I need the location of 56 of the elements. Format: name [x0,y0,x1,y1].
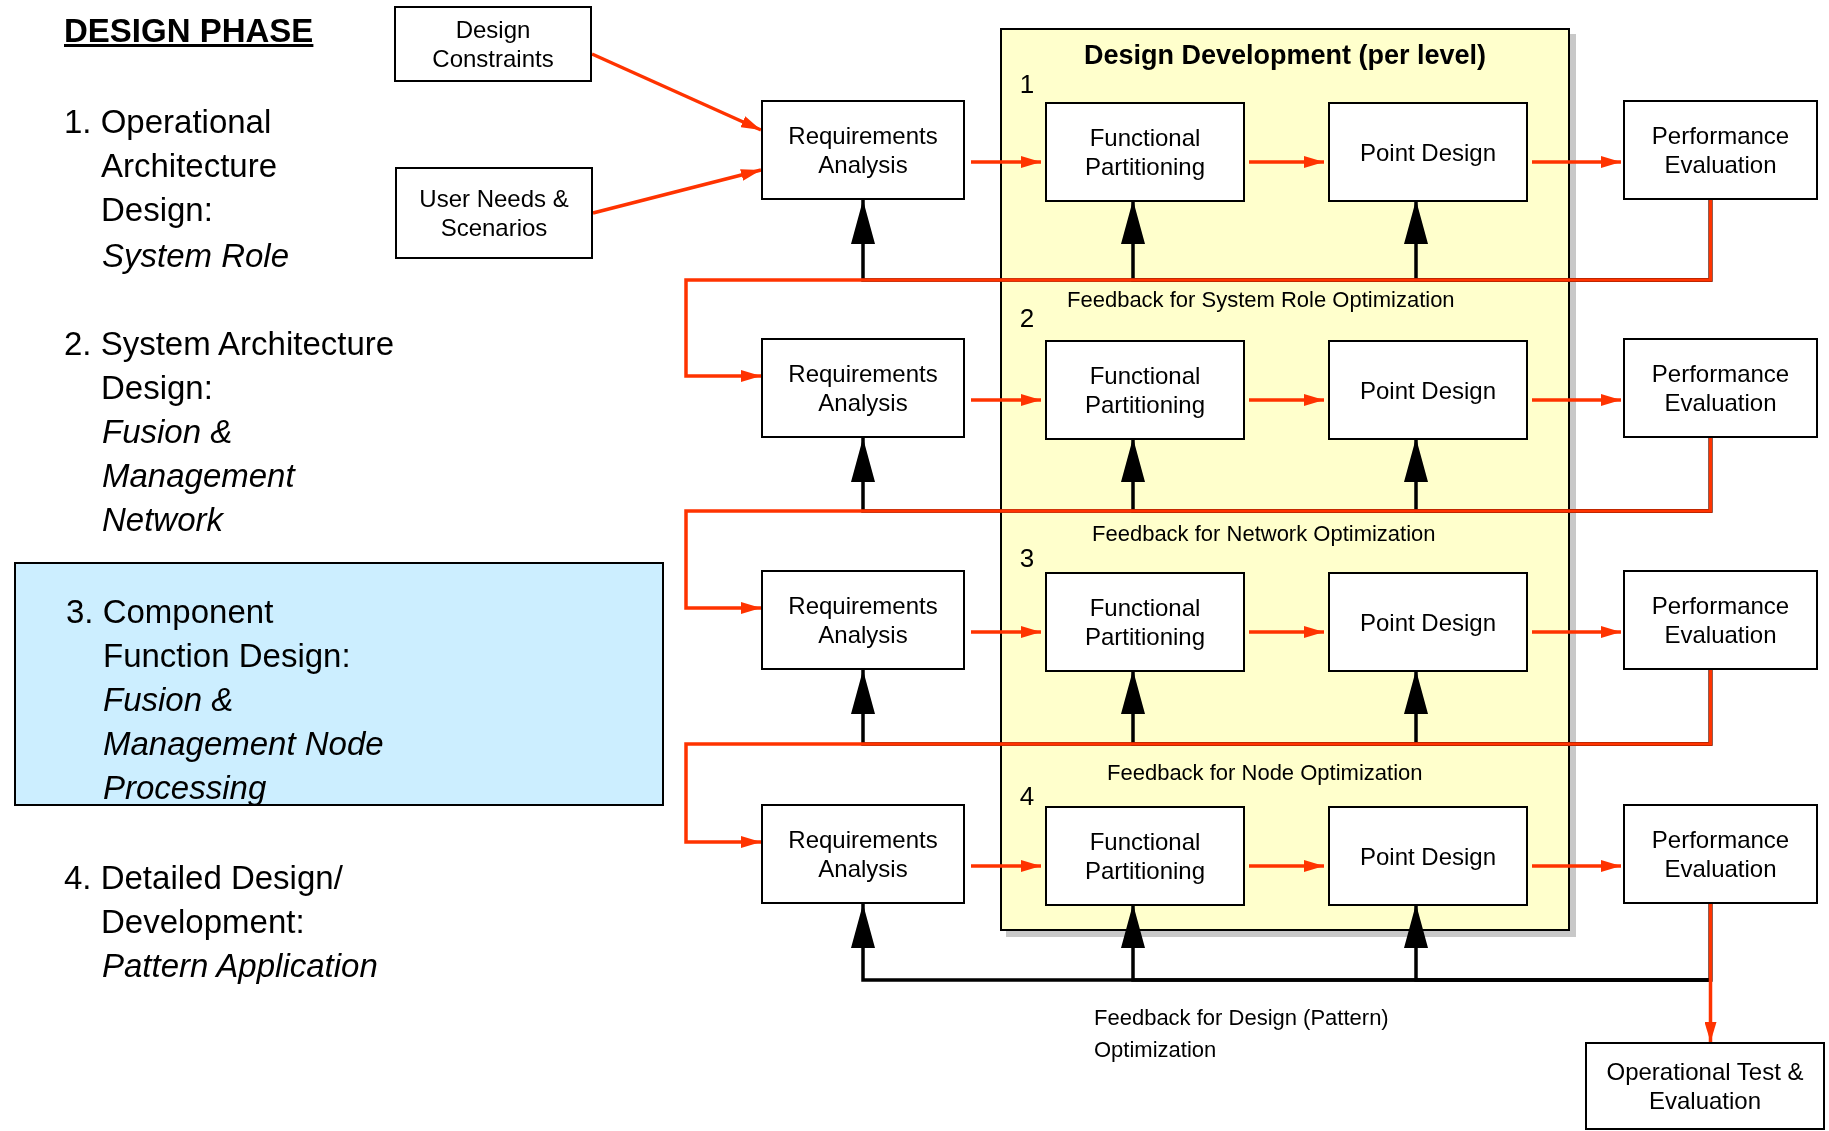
process-box: Functional Partitioning [1045,340,1245,440]
phase-subtitle: System Role [102,236,291,276]
arrow [1249,156,1324,168]
process-box: Performance Evaluation [1623,100,1818,200]
arrow [971,394,1041,406]
process-box: Point Design [1328,572,1528,672]
level-number: 3 [1018,542,1036,575]
arrow [1704,904,1717,1042]
process-box: Performance Evaluation [1623,570,1818,670]
process-box: Point Design [1328,102,1528,202]
process-box: Performance Evaluation [1623,338,1818,438]
arrow [592,168,762,215]
process-box: Requirements Analysis [761,100,965,200]
level-number: 2 [1018,302,1036,335]
phase-label: 2. System Architecture Design: [64,324,396,408]
arrow [1532,394,1621,406]
level-number: 4 [1018,780,1036,813]
process-box: Operational Test & Evaluation [1585,1042,1825,1130]
arrow [684,670,1713,848]
edge-label: Feedback for Node Optimization [1107,759,1424,787]
process-box: Point Design [1328,806,1528,906]
arrow [1532,860,1621,872]
arrow [1249,860,1324,872]
phase-label: 4. Detailed Design/ Development: [64,858,344,942]
edge-label: Feedback for Network Optimization [1092,520,1437,548]
process-box: Functional Partitioning [1045,572,1245,672]
phase-subtitle: Fusion & Management Node Processing [102,680,385,808]
arrow [971,156,1041,168]
arrow [1532,626,1621,638]
arrow [684,200,1713,382]
process-box: User Needs & Scenarios [395,167,593,259]
group-title: Design Development (per level) [1082,40,1488,71]
process-box: Functional Partitioning [1045,102,1245,202]
process-box: Functional Partitioning [1045,806,1245,906]
level-number: 1 [1018,68,1036,101]
page-title: DESIGN PHASE [64,12,314,50]
arrow [591,52,762,132]
band [14,562,664,806]
arrow [971,860,1041,872]
phase-subtitle: Pattern Application [102,946,379,986]
phase-label: 1. Operational Architecture Design: [64,102,279,230]
arrow [1532,156,1621,168]
phase-label: 3. Component Function Design: [66,592,352,676]
arrow [1249,626,1324,638]
process-box: Design Constraints [394,6,592,82]
arrow [1249,394,1324,406]
phase-subtitle: Fusion & Management Network [102,412,297,540]
process-box: Requirements Analysis [761,570,965,670]
process-box: Requirements Analysis [761,338,965,438]
arrow [971,626,1041,638]
process-box: Performance Evaluation [1623,804,1818,904]
process-box: Requirements Analysis [761,804,965,904]
process-box: Point Design [1328,340,1528,440]
edge-label: Feedback for Design (Pattern) Optimization [1094,1004,1390,1064]
edge-label: Feedback for System Role Optimization [1067,286,1456,314]
arrow [684,438,1713,614]
